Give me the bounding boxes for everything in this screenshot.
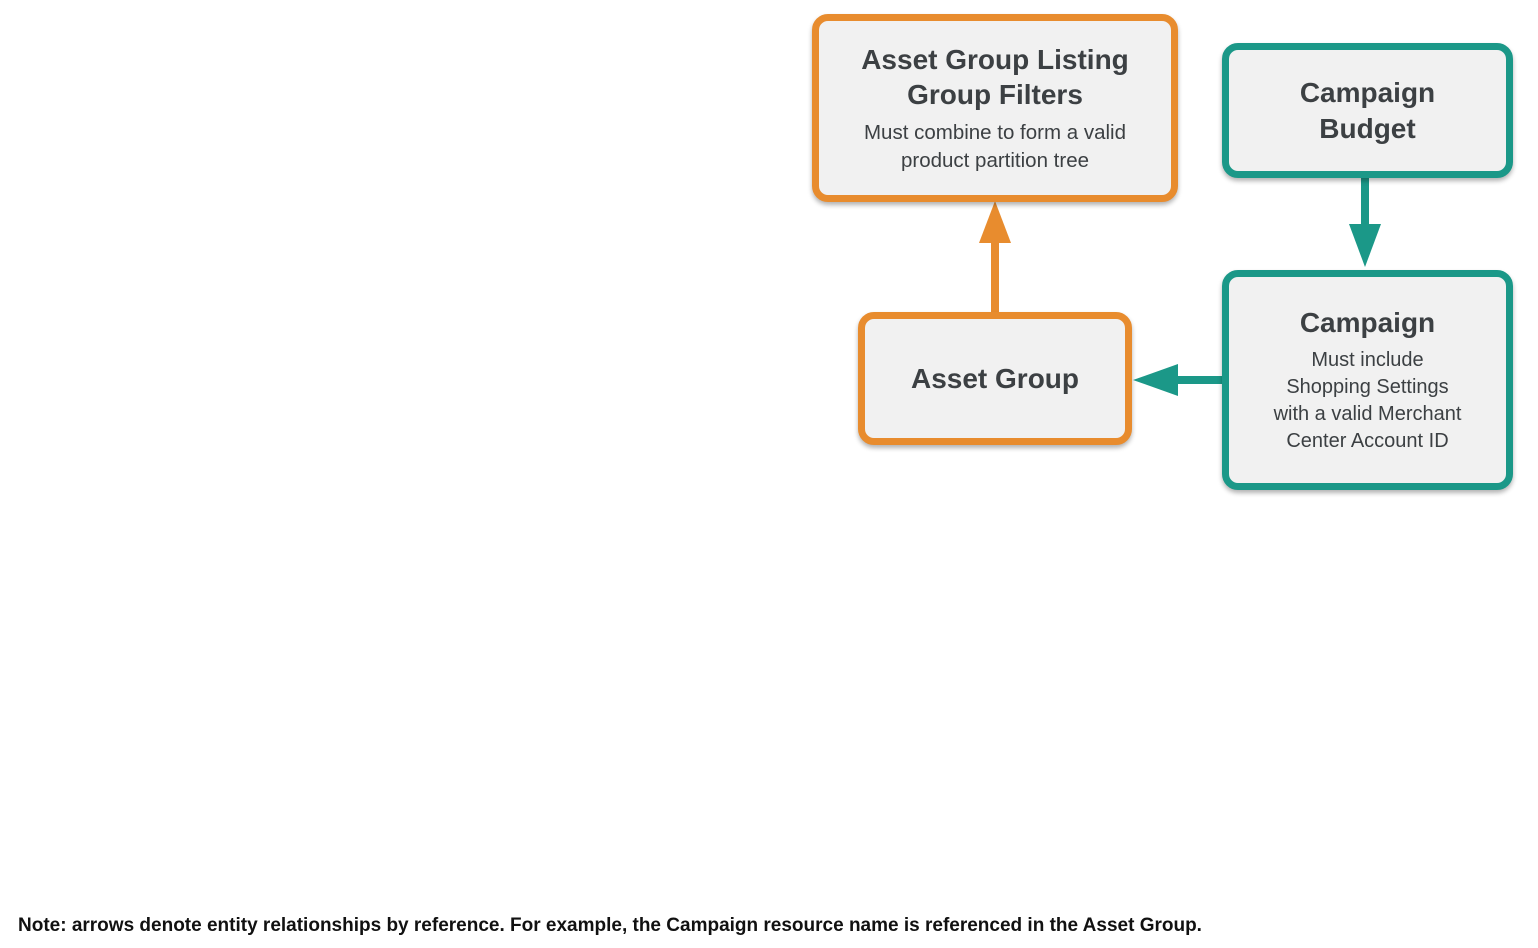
note-text: Note: arrows denote entity relationships… <box>18 915 1202 936</box>
arrow-head-up-icon <box>979 201 1011 243</box>
node-campaign: Campaign Must include Shopping Settings … <box>1222 270 1513 490</box>
node-subtitle: Must combine to form a valid product par… <box>863 121 1127 172</box>
node-campaign-budget: Campaign Budget <box>1222 43 1513 178</box>
node-asset-group-listing-group-filters: Asset Group Listing Group Filters Must c… <box>812 14 1178 202</box>
node-subtitle: Must include Shopping Settings with a va… <box>1273 348 1462 452</box>
arrow-campaign-budget-to-campaign <box>1349 178 1381 267</box>
arrow-stem <box>1176 376 1222 384</box>
node-title: Campaign Budget <box>1299 76 1436 144</box>
node-title: Asset Group <box>910 362 1080 394</box>
arrow-asset-group-to-listing-filters <box>979 201 1011 313</box>
arrow-campaign-to-asset-group <box>1133 364 1222 396</box>
arrow-head-down-icon <box>1349 224 1381 267</box>
node-asset-group: Asset Group <box>858 312 1132 445</box>
node-title: Campaign <box>1299 307 1436 339</box>
arrow-head-left-icon <box>1133 364 1178 396</box>
arrow-stem <box>1361 178 1369 226</box>
node-title: Asset Group Listing Group Filters <box>861 43 1129 111</box>
arrow-stem <box>991 236 999 313</box>
